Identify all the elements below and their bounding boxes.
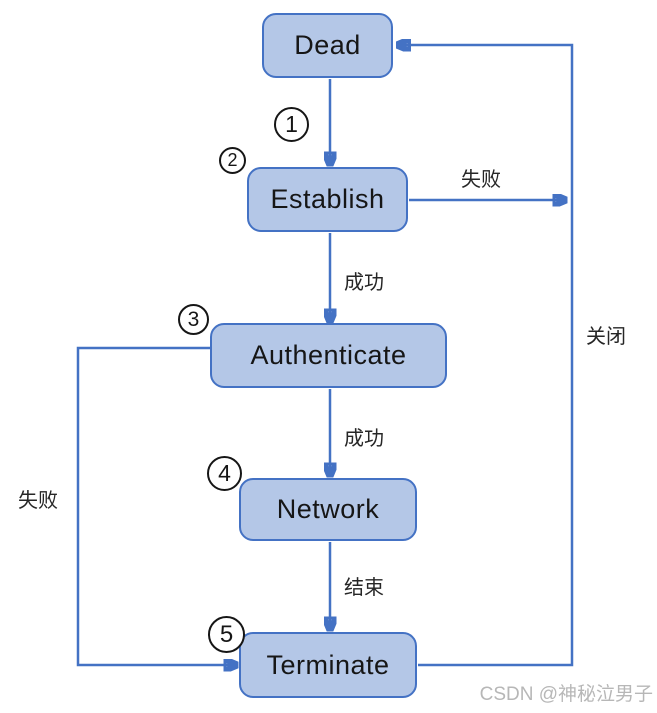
node-terminate: Terminate [239, 632, 417, 698]
node-terminate-label: Terminate [266, 649, 390, 680]
edge-label-establish-success: 成功 [344, 272, 384, 294]
step-number-5-icon: 5 [208, 616, 245, 653]
step-number-3-icon: 3 [178, 304, 209, 335]
edge-authenticate-fail-to-terminate [76, 346, 237, 665]
node-authenticate: Authenticate [210, 323, 447, 388]
node-establish-label: Establish [270, 184, 385, 214]
edge-label-network-finish: 结束 [344, 577, 384, 599]
edge-terminate-close-to-dead [397, 45, 574, 667]
step-number-1-icon: 1 [274, 107, 309, 142]
node-authenticate-label: Authenticate [250, 340, 407, 370]
node-establish: Establish [247, 167, 408, 232]
edge-label-close: 关闭 [586, 326, 626, 348]
csdn-watermark: CSDN @神秘泣男子 [479, 684, 653, 705]
edge-label-authenticate-fail: 失败 [18, 490, 58, 512]
node-network: Network [239, 478, 417, 541]
node-network-label: Network [276, 494, 380, 524]
edge-label-authenticate-success: 成功 [344, 428, 384, 450]
node-dead-label: Dead [294, 30, 361, 60]
step-number-4-icon: 4 [207, 456, 242, 491]
step-number-2-icon: 2 [219, 147, 246, 174]
node-dead: Dead [262, 13, 393, 78]
edge-label-establish-fail: 失败 [461, 169, 501, 191]
